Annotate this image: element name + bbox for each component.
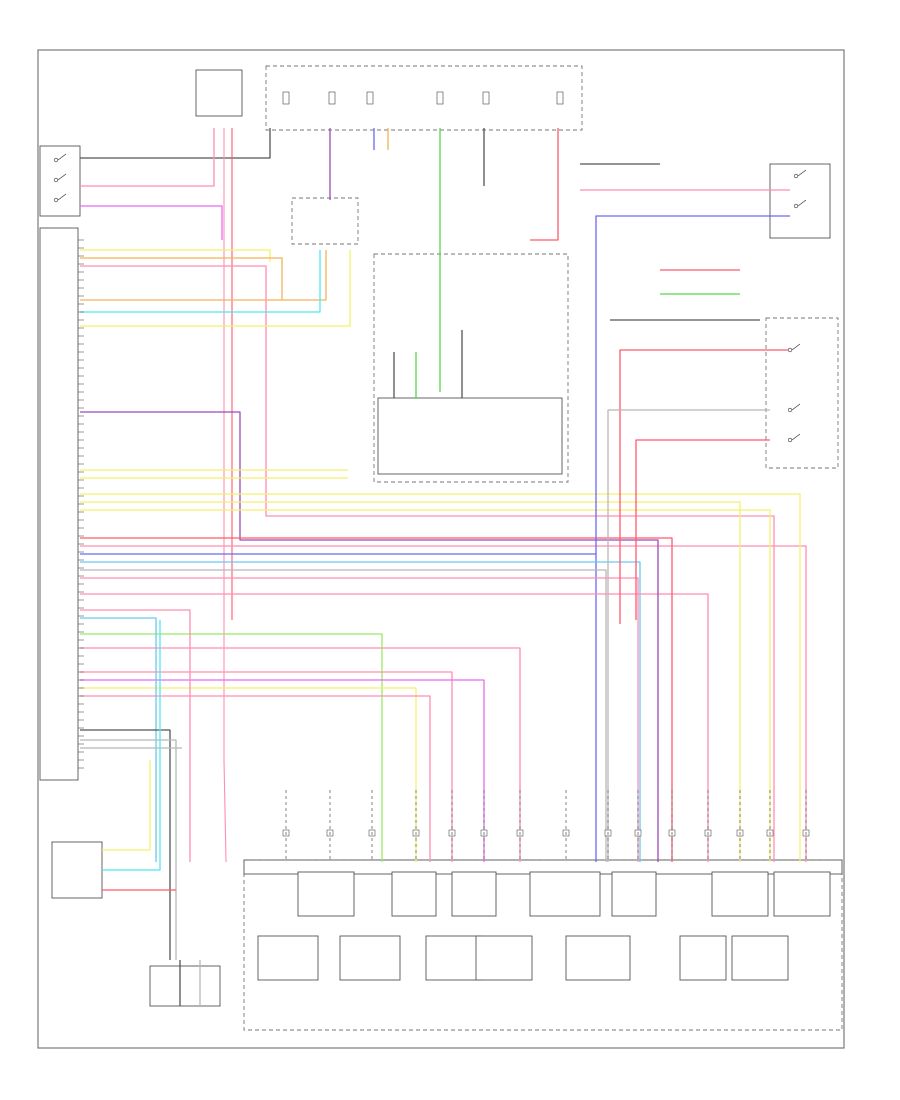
wire-tcm-v4 [80,569,607,862]
wire-vss-c [102,620,161,871]
solenoid-box [451,871,497,917]
fuse [482,91,490,105]
switch-contact [53,177,59,183]
fuse [436,91,444,105]
fuse [282,91,290,105]
combination-meter [373,253,569,483]
wire-tcm-lb [80,617,157,862]
diagram-frame [37,49,845,1049]
switch-contact [787,407,793,413]
meter-inner-box [377,397,563,475]
wire-meter-red [530,128,559,241]
wire-tcm-v11 [80,687,417,862]
wire-tcm-c1 [80,250,321,313]
solenoid-box [773,871,831,917]
switch-blade [791,403,801,411]
switch-contact [793,203,799,209]
wire-switch-2 [80,128,215,187]
solenoid-box [529,871,601,917]
vehicle-speed-sensor [51,841,103,899]
park-position-switch-box [769,163,831,239]
wire-ecm-tcm [223,128,227,863]
switch-blade [57,173,67,181]
pin-label-group [78,239,810,862]
control-valve-assembly [243,859,843,1031]
wire-tcm-v6 [80,593,709,862]
wire-tcm-v9 [80,671,453,862]
switch-blade [797,169,807,177]
wire-tcm-o1 [80,257,283,300]
switch-blade [791,433,801,441]
solenoid-box [731,935,789,981]
wire-right-gray [607,409,770,862]
solenoid-box [391,871,437,917]
wire-tcm-v1 [80,545,807,862]
switch-contact [787,347,793,353]
wire-tcm-y1 [80,249,271,262]
fuse [556,91,564,105]
wire-tcm-v10 [80,679,485,862]
fuse-block [265,65,583,131]
wire-tcm-dg [80,729,171,960]
wire-group [80,128,807,1006]
solenoid-box [475,935,533,981]
wire-tcm-y-long [80,493,801,862]
solenoid-box [425,935,483,981]
inhibitor-switch-box [39,145,81,217]
wire-right-red [619,349,790,624]
wire-tcm-v3 [80,561,641,862]
ecm-box [195,69,243,117]
fuse [366,91,374,105]
selector-lever-assembly [765,317,839,469]
wire-tcm-o2 [80,250,327,301]
wire-tcm-long-pink [80,265,775,862]
wire-tcm-v5 [80,577,639,862]
wire-tcm-y-long3 [80,509,771,862]
switch-group [53,91,807,443]
fuse [328,91,336,105]
solenoid-box [565,935,631,981]
solenoid-box [297,871,355,917]
wire-tcm-r-long [80,537,673,862]
switch-contact [793,173,799,179]
wire-switch-3 [80,205,223,240]
wire-tcm-v12 [80,695,431,862]
switch-blade [791,343,801,351]
solenoid-box [257,935,319,981]
turbine-speed-sensor [149,965,221,1007]
wire-tcm-purple [80,411,659,862]
wire-switch-ecm [80,128,271,159]
wire-tcm-y-long2 [80,501,741,862]
transmission-control-module [39,227,79,781]
solenoid-box [711,871,769,917]
wire-tcm-pk2 [80,609,191,862]
solenoid-box [611,871,657,917]
wire-tcm-g [80,739,177,960]
switch-blade [57,153,67,161]
wire-right-red2 [635,439,770,620]
switch-blade [797,199,807,207]
selector-relay-box [291,197,359,245]
solenoid-group [257,871,831,981]
wire-tcm-v7 [80,633,383,862]
wire-tcm-y2 [80,250,351,327]
wire-tcm-v2 [80,553,597,862]
switch-contact [53,197,59,203]
wire-right-blue [595,215,790,554]
solenoid-box [339,935,401,981]
solenoid-box [679,935,727,981]
wire-vss-y [102,760,151,851]
switch-contact [787,437,793,443]
switch-contact [53,157,59,163]
switch-blade [57,193,67,201]
